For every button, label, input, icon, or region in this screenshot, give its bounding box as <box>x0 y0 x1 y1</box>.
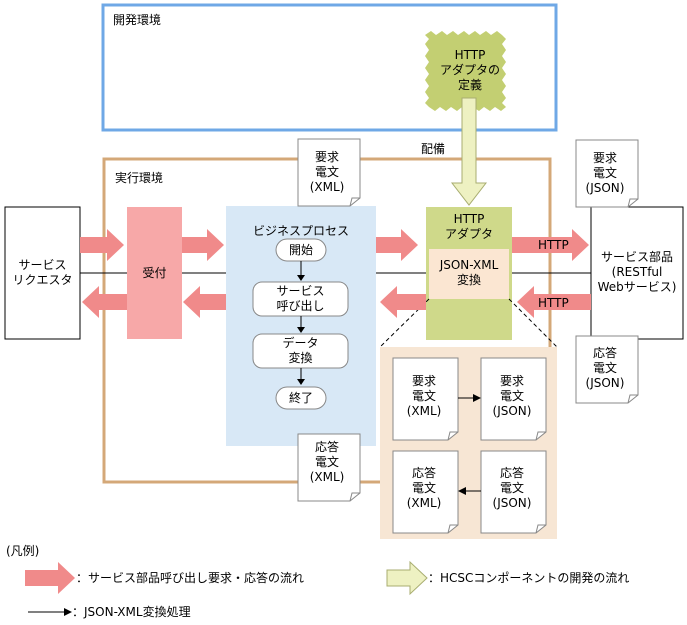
doc-response-xml-bottom <box>297 433 361 502</box>
doc-response-json-right <box>575 335 639 404</box>
zoom-line-right <box>508 298 558 348</box>
detail-arrowhead-request <box>473 394 481 402</box>
start-node-label: 開始 <box>288 243 313 257</box>
doc-request-json-top-label: 要求 電文 (JSON) <box>585 151 625 195</box>
service-requester-box <box>4 206 81 340</box>
run-env-label: 実行環境 <box>115 171 164 185</box>
response-arrow-3 <box>183 286 226 318</box>
legend-pink-arrow-icon <box>25 562 75 594</box>
service-component-box <box>590 206 684 340</box>
http-response-label: HTTP <box>538 296 569 310</box>
deploy-label: 配備 <box>421 142 446 156</box>
doc-detail-res-xml <box>392 450 459 534</box>
doc-detail-req-json-label: 要求 電文 (JSON) <box>492 374 532 418</box>
convert-data-node-label: データ 変換 <box>282 336 319 365</box>
legend-hcsc-dev-flow: ：HCSCコンポーネントの開発の流れ <box>428 571 630 585</box>
request-arrow-4 <box>512 229 589 261</box>
legend-service-call-flow: ：サービス部品呼び出し要求・応答の流れ <box>76 571 305 585</box>
doc-detail-req-xml <box>392 357 459 441</box>
legend-json-xml-processing: ：JSON-XML変換処理 <box>72 605 191 619</box>
http-adapter-definition-shape <box>425 31 506 111</box>
json-xml-converter-label: JSON-XML 変換 <box>439 258 499 287</box>
reception-box <box>127 207 182 339</box>
doc-response-xml-bottom-label: 応答 電文 (XML) <box>309 440 345 484</box>
business-process-title: ビジネスプロセス <box>252 224 349 238</box>
doc-detail-req-json <box>480 357 547 441</box>
doc-request-json-top <box>575 139 639 208</box>
doc-detail-res-xml-label: 応答 電文 (XML) <box>406 466 442 510</box>
doc-request-xml-top <box>297 138 361 207</box>
legend-green-arrow-icon <box>386 560 428 596</box>
flow-arrowhead-3 <box>297 379 305 385</box>
call-service-node-label: サービス 呼び出し <box>276 284 325 313</box>
response-arrow-4 <box>82 286 127 318</box>
dev-env-label: 開発環境 <box>113 13 162 27</box>
deploy-arrow <box>450 97 488 206</box>
legend-black-arrowhead <box>64 608 72 616</box>
end-node-label: 終了 <box>288 391 313 405</box>
end-node <box>275 386 327 410</box>
reception-label: 受付 <box>142 266 167 280</box>
service-component-label: サービス部品 (RESTful Webサービス) <box>597 250 677 294</box>
doc-detail-res-json-label: 応答 電文 (JSON) <box>492 466 532 510</box>
response-arrow-1 <box>517 286 591 318</box>
zoom-line-left <box>379 298 430 348</box>
flow-arrowhead-2 <box>297 327 305 333</box>
legend-title: (凡例) <box>6 544 40 558</box>
request-arrow-3 <box>376 229 418 261</box>
detail-arrowhead-response <box>458 487 466 495</box>
http-request-label: HTTP <box>538 238 569 252</box>
response-arrow-2 <box>380 286 426 318</box>
flow-arrowhead-1 <box>297 275 305 281</box>
http-adapter-title: HTTP アダプタ <box>444 212 493 241</box>
request-arrow-2 <box>182 229 224 261</box>
json-xml-converter-box <box>429 249 509 299</box>
doc-detail-req-xml-label: 要求 電文 (XML) <box>406 374 442 418</box>
http-adapter-definition-label: HTTP アダプタの 定義 <box>439 48 500 92</box>
request-arrow-1 <box>80 229 124 261</box>
doc-detail-res-json <box>480 450 547 534</box>
doc-request-xml-top-label: 要求 電文 (XML) <box>309 150 345 194</box>
service-requester-label: サービス リクエスタ <box>12 258 73 287</box>
doc-response-json-right-label: 応答 電文 (JSON) <box>585 346 625 390</box>
